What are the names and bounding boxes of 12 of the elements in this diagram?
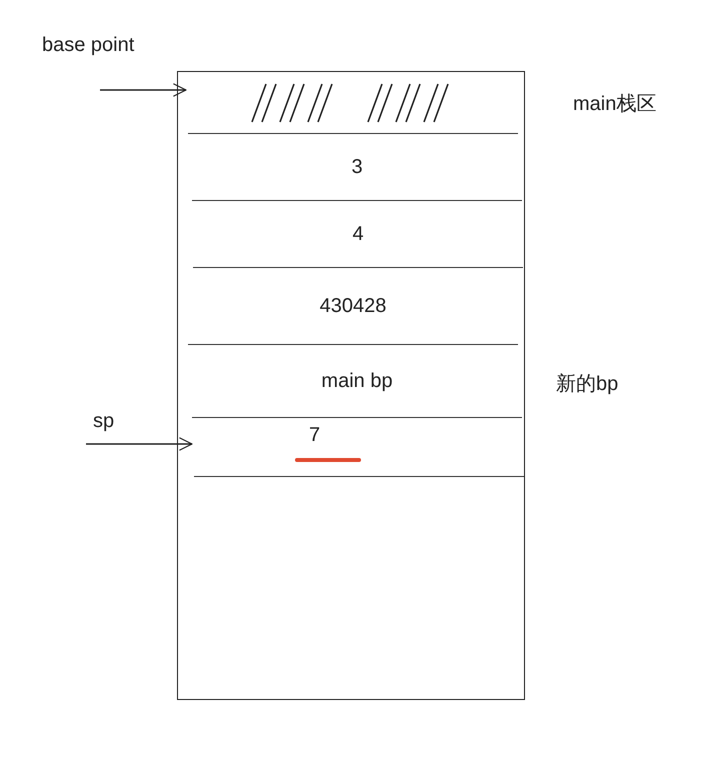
slot-value: 3 [351,156,363,178]
slot-value: 7 [309,424,320,447]
slot-value: main bp [321,370,393,392]
annotation-label: main栈区 [573,92,656,117]
arrow [100,83,187,97]
annotation-label: 新的bp [556,372,618,397]
arrow [86,437,193,451]
slot-value: 4 [352,222,364,246]
annotation-label: base point [42,34,134,57]
slot-value: 430428 [320,294,386,318]
annotation-label: sp [93,410,114,433]
stack-frame-box [177,71,525,700]
